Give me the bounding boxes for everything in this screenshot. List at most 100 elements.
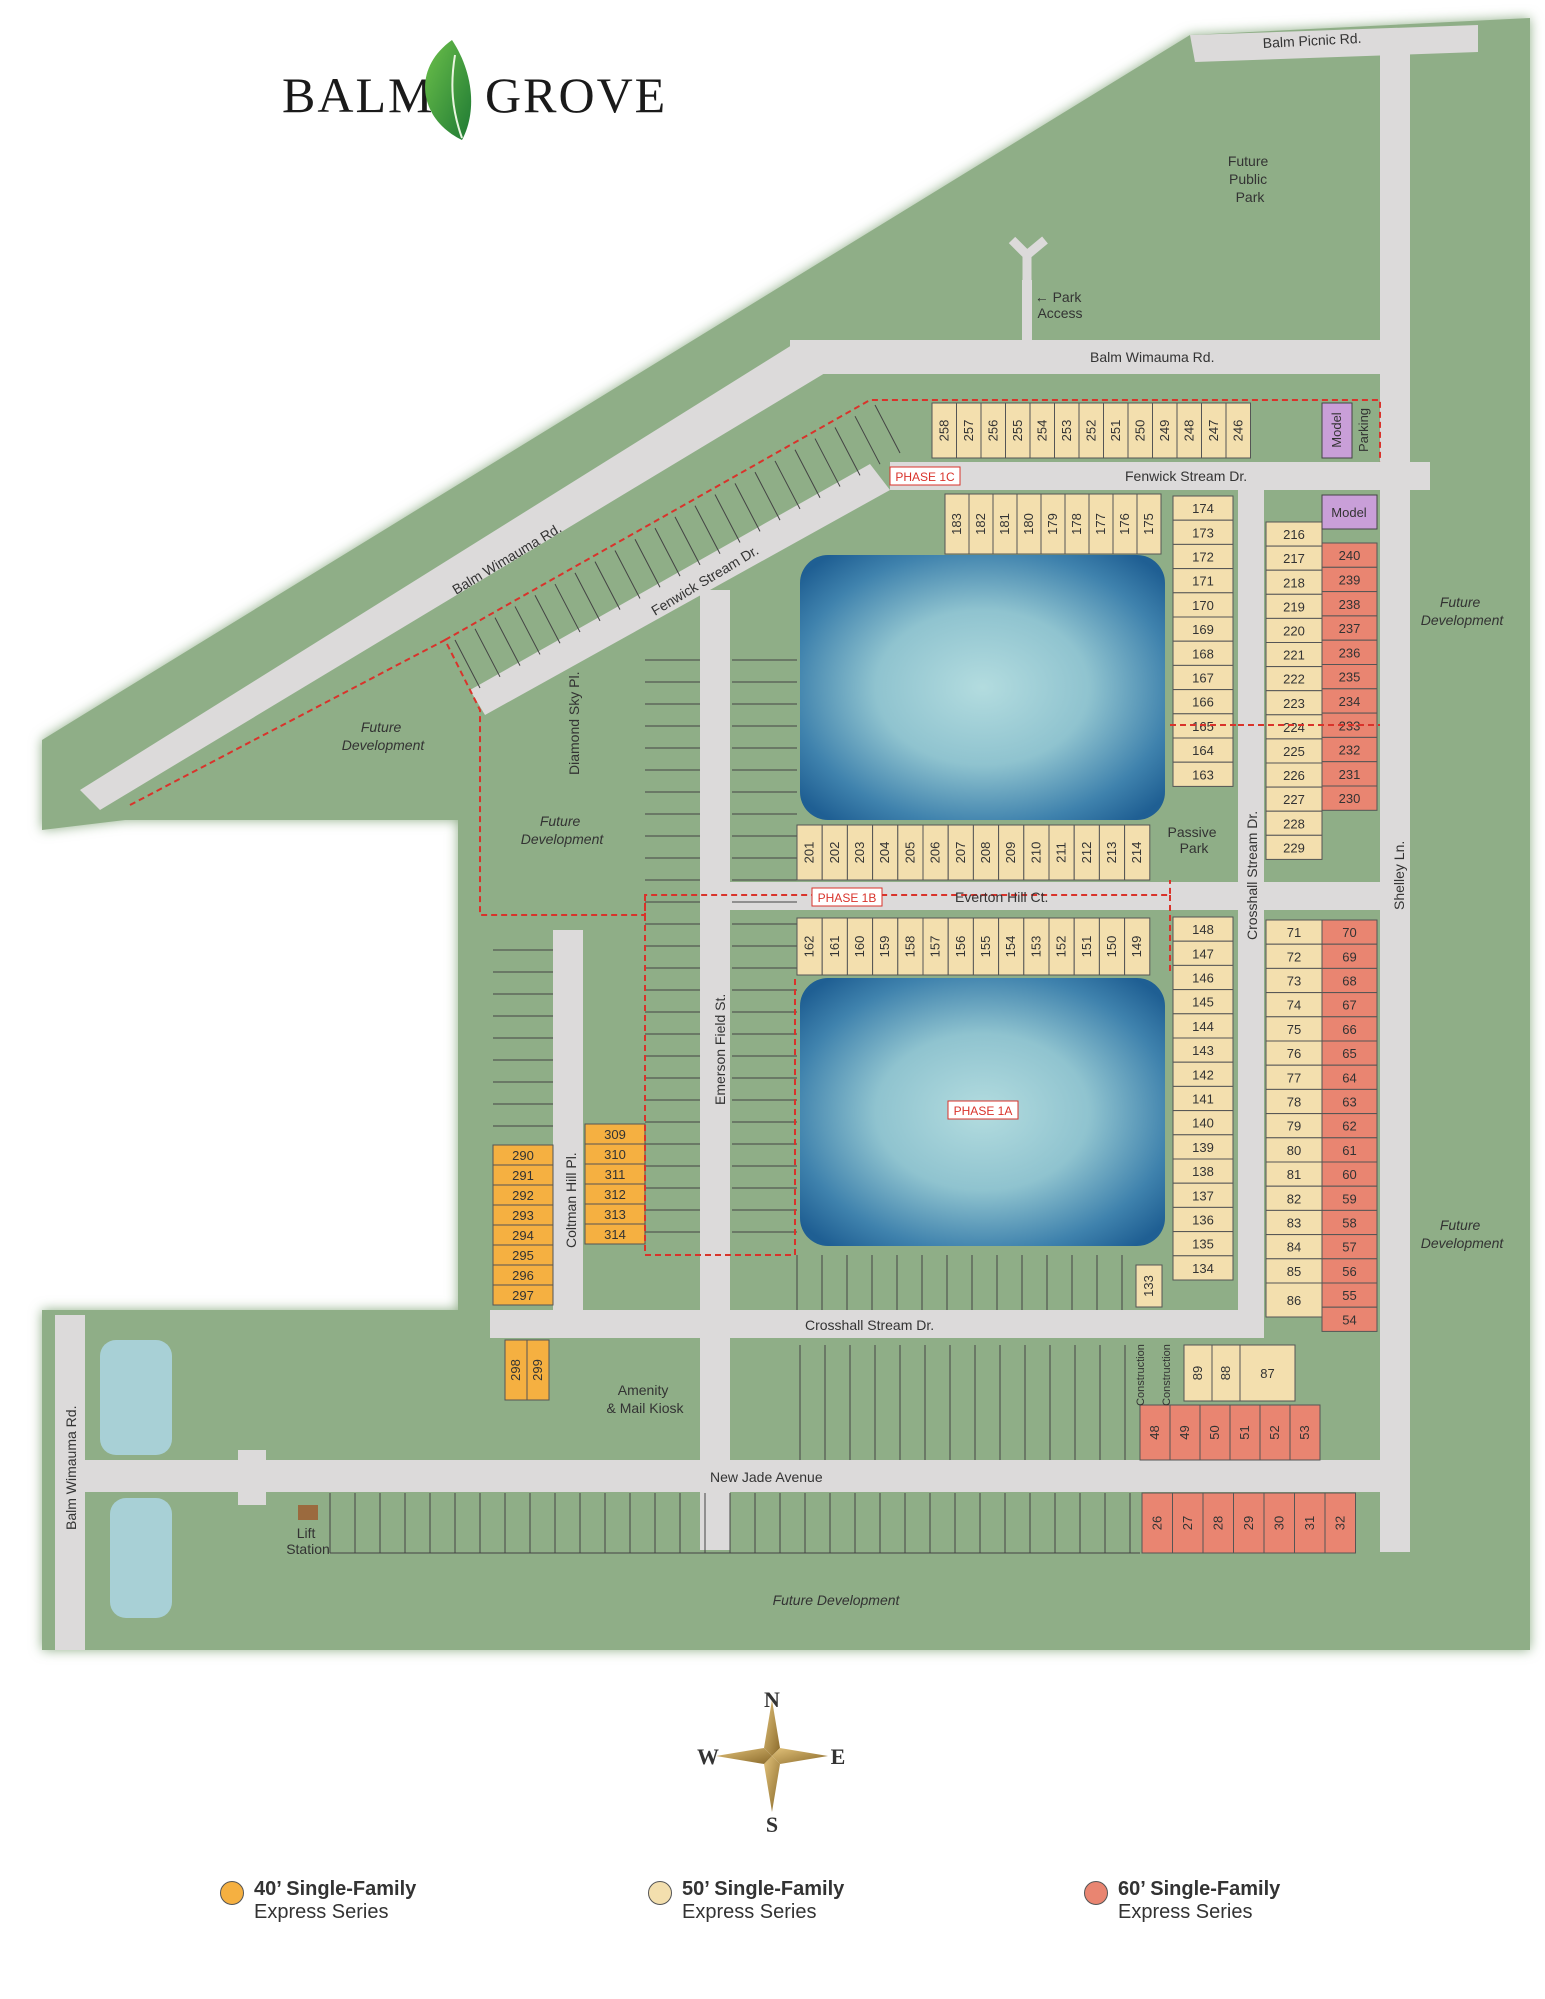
lot-number: 231 [1339,767,1361,782]
road-label-new-jade: New Jade Avenue [710,1469,823,1485]
lot-number: 247 [1206,420,1221,442]
lot-65 [1321,1040,1378,1066]
lot-number: 251 [1108,420,1123,442]
lot-156 [947,917,974,976]
lot-number: 170 [1192,598,1214,613]
lot-number: 220 [1283,623,1305,638]
phase-boundaries [129,399,1381,1256]
lot-number: 177 [1093,513,1108,535]
lot-number: 52 [1267,1425,1282,1439]
lot-number: 50 [1207,1425,1222,1439]
lot-number: 163 [1192,767,1214,782]
lot-number: 74 [1287,998,1301,1013]
lot-number: 173 [1192,525,1214,540]
lot-number: 57 [1342,1240,1356,1255]
lot-number: 86 [1287,1293,1301,1308]
lot-178 [1064,493,1090,555]
lot-number: 252 [1083,420,1098,442]
lot-number: 203 [852,842,867,864]
lot-number: 85 [1287,1264,1301,1279]
lot-number: 239 [1339,572,1361,587]
lot-number: 236 [1339,645,1361,660]
lot-258 [931,402,957,459]
lot-174 [1172,495,1234,521]
lot-208 [972,824,1000,881]
lot-69 [1321,943,1378,969]
lot-number: 142 [1192,1067,1214,1082]
road-label-everton-hill: Everton Hill Ct. [955,889,1048,905]
lot-53 [1289,1404,1321,1461]
lot-224 [1265,714,1323,740]
lot-254 [1029,402,1055,459]
lot-number: 309 [604,1127,626,1142]
lot-number: 80 [1287,1143,1301,1158]
lot-32 [1324,1492,1356,1554]
lot-number: 293 [512,1208,534,1223]
lot-number: 235 [1339,670,1361,685]
leaf-icon [425,40,472,140]
lot-number: 313 [604,1207,626,1222]
lot-155 [972,917,1000,976]
road-label-diamond-sky: Diamond Sky Pl. [566,672,582,775]
lot-49 [1169,1404,1201,1461]
future-dev-right-bottom-label: Future Development [1421,1217,1505,1251]
future-dev-mid-label: Future Development [521,813,605,847]
lot-239 [1321,566,1378,593]
lot-number: 210 [1028,842,1043,864]
lot-number: 202 [827,842,842,864]
lot-number: 81 [1287,1167,1301,1182]
lot-172 [1172,543,1234,570]
lot-number: 136 [1192,1213,1214,1228]
lot-number: 213 [1104,842,1119,864]
lot-number: 30 [1271,1516,1286,1530]
lot-number: 175 [1141,513,1156,535]
lot-line [774,460,801,510]
lot-236 [1321,639,1378,666]
lot-160 [846,917,874,976]
lot-number: 299 [530,1359,545,1381]
lot-number: 221 [1283,648,1305,663]
legend-sub-50: Express Series [682,1901,817,1923]
legend-swatch-40 [220,1881,244,1905]
lot-87 [1239,1344,1296,1402]
model-right-lot [1321,494,1378,530]
lot-number: 145 [1192,995,1214,1010]
park-access-path [1008,236,1048,280]
lot-number: 89 [1190,1366,1205,1380]
legend-swatch-60 [1084,1881,1108,1905]
lot-number: 218 [1283,575,1305,590]
lot-145 [1172,989,1234,1015]
lot-number: 70 [1342,925,1356,940]
lot-170 [1172,592,1234,618]
lot-number: 207 [953,842,968,864]
lot-number: 151 [1079,936,1094,958]
lot-182 [968,493,994,555]
lot-206 [922,824,949,881]
lot-218 [1265,569,1323,595]
model-top-label: Model [1329,412,1344,448]
lot-226 [1265,762,1323,788]
lot-240 [1321,542,1378,568]
lot-number: 66 [1342,1022,1356,1037]
lot-number: 67 [1342,998,1356,1013]
parking-label: Parking [1356,408,1371,452]
lot-299 [526,1339,550,1401]
lot-number: 216 [1283,527,1305,542]
lot-number: 160 [852,936,867,958]
lot-line [494,617,521,666]
lot-number: 28 [1210,1516,1225,1530]
lot-number: 144 [1192,1019,1214,1034]
lot-176 [1112,493,1138,555]
lot-151 [1073,917,1100,976]
lot-139 [1172,1134,1234,1160]
lot-231 [1321,761,1378,787]
lot-line [574,572,601,622]
road-label-balm-picnic: Balm Picnic Rd. [1262,30,1362,51]
lot-171 [1172,568,1234,594]
passive-park-label: Passive Park [1168,824,1221,856]
lot-number: 176 [1117,513,1132,535]
lot-180 [1016,493,1042,555]
lot-223 [1265,690,1323,716]
lot-214 [1124,824,1151,881]
